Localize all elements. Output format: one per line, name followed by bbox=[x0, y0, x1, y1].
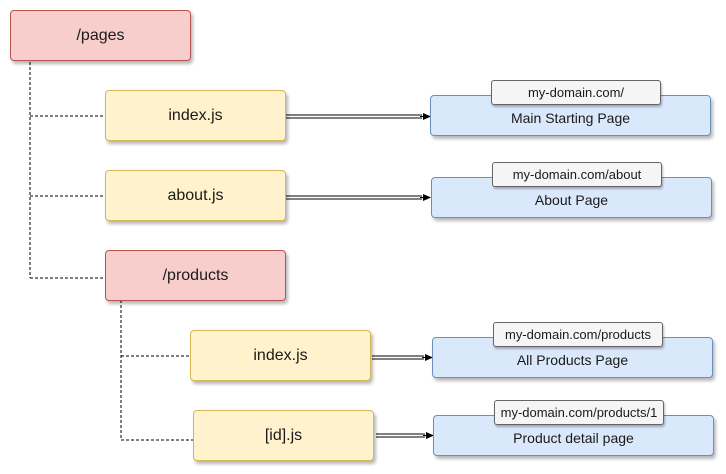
arrow-index-to-main-page bbox=[286, 113, 431, 120]
file-products-index-js[interactable]: index.js bbox=[190, 330, 371, 381]
page-about-label: About Page bbox=[534, 192, 609, 208]
arrow-about-to-about-page bbox=[286, 194, 431, 201]
url-about-label: my-domain.com/about bbox=[512, 167, 642, 182]
url-root[interactable]: my-domain.com/ bbox=[491, 80, 661, 105]
url-products-label: my-domain.com/products bbox=[505, 327, 651, 342]
file-index-js-label: index.js bbox=[168, 106, 223, 124]
folder-pages[interactable]: /pages bbox=[10, 10, 191, 61]
url-product-detail[interactable]: my-domain.com/products/1 bbox=[494, 400, 664, 425]
arrow-products-index-to-all-products-page bbox=[372, 354, 433, 361]
file-about-js[interactable]: about.js bbox=[105, 170, 286, 221]
file-products-id-js[interactable]: [id].js bbox=[193, 410, 374, 461]
page-all-products-label: All Products Page bbox=[516, 352, 629, 368]
file-about-js-label: about.js bbox=[167, 186, 224, 204]
file-products-id-js-label: [id].js bbox=[264, 426, 303, 444]
url-products[interactable]: my-domain.com/products bbox=[493, 322, 663, 347]
page-main-starting[interactable]: Main Starting Page bbox=[430, 95, 711, 136]
page-main-starting-label: Main Starting Page bbox=[510, 110, 631, 126]
file-index-js[interactable]: index.js bbox=[105, 90, 286, 141]
folder-products[interactable]: /products bbox=[105, 250, 286, 301]
url-product-detail-label: my-domain.com/products/1 bbox=[500, 405, 658, 420]
file-products-index-js-label: index.js bbox=[253, 346, 308, 364]
url-about[interactable]: my-domain.com/about bbox=[492, 162, 662, 187]
page-product-detail-label: Product detail page bbox=[513, 430, 634, 446]
url-root-label: my-domain.com/ bbox=[527, 85, 625, 100]
folder-products-label: /products bbox=[162, 266, 229, 284]
arrow-id-to-product-detail-page bbox=[376, 432, 434, 439]
folder-pages-label: /pages bbox=[76, 26, 125, 44]
